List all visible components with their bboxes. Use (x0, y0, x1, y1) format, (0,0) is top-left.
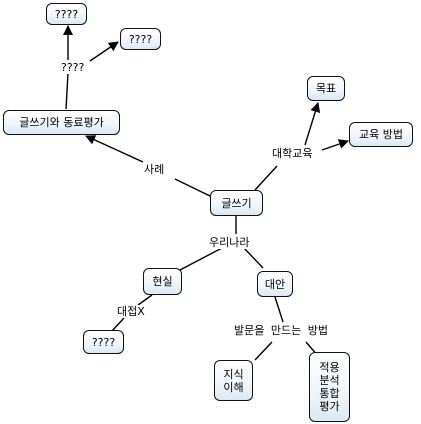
link-reality-to-response (137, 294, 153, 306)
node-center-writing[interactable]: 글쓰기 (210, 190, 263, 216)
link-center-to-example (174, 178, 213, 198)
link-university-to-method (321, 139, 349, 151)
label-korea: 우리나라 (208, 236, 251, 249)
link-alternative-to-question (274, 296, 284, 323)
link-center-to-university (254, 165, 278, 191)
node-alternative[interactable]: 대안 (257, 271, 293, 297)
node-top2[interactable]: ???? (120, 28, 161, 50)
label-example: 사례 (143, 163, 166, 176)
node-knowledge-understanding[interactable]: 지식 이해 (214, 360, 253, 401)
node-bottom-unknown[interactable]: ???? (83, 330, 124, 354)
link-korea-to-alternative (243, 247, 264, 269)
node-goal[interactable]: 목표 (307, 76, 345, 101)
node-application-analysis[interactable]: 적용 분석 통합 평가 (309, 352, 350, 422)
link-writing-to-hub (65, 72, 69, 110)
link-korea-to-reality (177, 247, 223, 272)
label-questioning-method: 발문을 만드는 방법 (233, 324, 329, 337)
link-hub-to-top2 (89, 41, 119, 62)
link-response-to-bottom (111, 317, 125, 332)
label-response-x: 대접X (116, 305, 146, 318)
link-university-to-goal (304, 102, 321, 146)
link-question-to-knowledge (254, 341, 273, 361)
label-university-education: 대학교육 (271, 147, 314, 160)
node-writing-peer-review[interactable]: 글쓰기와 동료평가 (3, 110, 120, 135)
node-education-method[interactable]: 교육 방법 (349, 122, 413, 147)
node-reality[interactable]: 현실 (143, 268, 182, 295)
label-hub-unknown: ???? (60, 61, 86, 74)
node-top1[interactable]: ???? (46, 3, 87, 25)
link-example-to-writing (85, 135, 144, 163)
